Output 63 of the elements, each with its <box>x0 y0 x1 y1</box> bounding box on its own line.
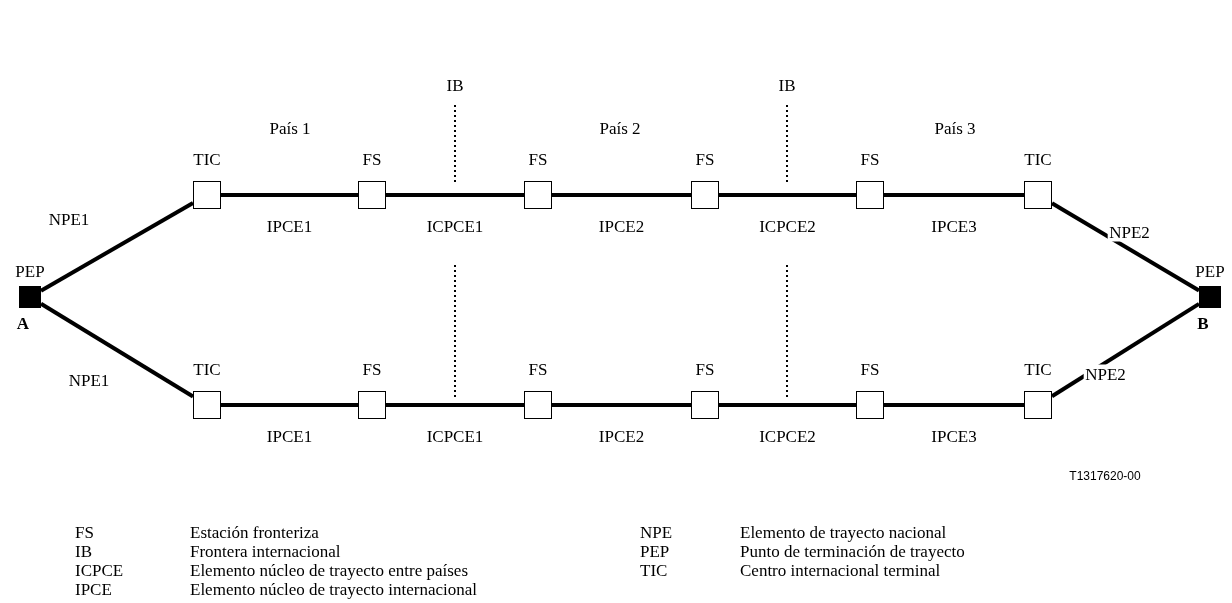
terminal-square <box>19 286 41 308</box>
legend-description: Elemento de trayecto nacional <box>740 524 947 541</box>
station-square <box>358 391 386 419</box>
connection-line <box>552 403 691 407</box>
connection-line <box>719 193 856 197</box>
node-label: TIC <box>1024 360 1052 378</box>
connection-line <box>1050 302 1201 398</box>
station-square <box>856 181 884 209</box>
station-square <box>856 391 884 419</box>
station-square <box>193 391 221 419</box>
legend-abbreviation: IB <box>75 543 92 560</box>
connection-line <box>221 193 358 197</box>
node-label: TIC <box>1024 150 1052 168</box>
station-square <box>1024 391 1052 419</box>
legend-abbreviation: ICPCE <box>75 562 124 579</box>
node-label: FS <box>362 360 382 378</box>
legend-abbreviation: IPCE <box>75 581 112 598</box>
node-label: TIC <box>193 360 221 378</box>
connection-line <box>386 403 524 407</box>
border-label: IB <box>446 76 464 94</box>
connection-line <box>552 193 691 197</box>
station-square <box>1024 181 1052 209</box>
legend-description: Centro internacional terminal <box>740 562 941 579</box>
connection-line <box>221 403 358 407</box>
node-label: FS <box>860 150 880 168</box>
node-label: FS <box>362 150 382 168</box>
node-label: PEP <box>1195 262 1225 280</box>
legend-description: Elemento núcleo de trayecto entre países <box>190 562 469 579</box>
station-square <box>691 391 719 419</box>
connection-line <box>719 403 856 407</box>
connection-line <box>884 193 1024 197</box>
station-square <box>524 181 552 209</box>
node-label: FS <box>695 150 715 168</box>
border-label: IB <box>778 76 796 94</box>
legend-abbreviation: FS <box>75 524 94 541</box>
node-label: PEP <box>15 262 45 280</box>
legend-description: Punto de terminación de trayecto <box>740 543 965 560</box>
connection-line <box>386 193 524 197</box>
station-square <box>524 391 552 419</box>
terminal-square <box>1199 286 1221 308</box>
legend-abbreviation: PEP <box>640 543 670 560</box>
connection-line <box>40 201 194 293</box>
figure-number: T1317620-00 <box>1069 470 1141 482</box>
country-label: País 1 <box>269 119 311 137</box>
node-label: FS <box>528 150 548 168</box>
point-letter: A <box>16 314 30 332</box>
legend-description: Elemento núcleo de trayecto internacional <box>190 581 477 598</box>
point-letter: B <box>1197 314 1209 332</box>
node-label: FS <box>528 360 548 378</box>
node-label: TIC <box>193 150 221 168</box>
legend-abbreviation: NPE <box>640 524 673 541</box>
station-square <box>358 181 386 209</box>
station-square <box>691 181 719 209</box>
legend-description: Estación fronteriza <box>190 524 319 541</box>
node-label: FS <box>695 360 715 378</box>
node-label: FS <box>860 360 880 378</box>
legend-description: Frontera internacional <box>190 543 341 560</box>
connection-line <box>1050 201 1201 293</box>
country-label: País 3 <box>934 119 976 137</box>
connection-line <box>884 403 1024 407</box>
country-label: País 2 <box>599 119 641 137</box>
legend-abbreviation: TIC <box>640 562 668 579</box>
station-square <box>193 181 221 209</box>
